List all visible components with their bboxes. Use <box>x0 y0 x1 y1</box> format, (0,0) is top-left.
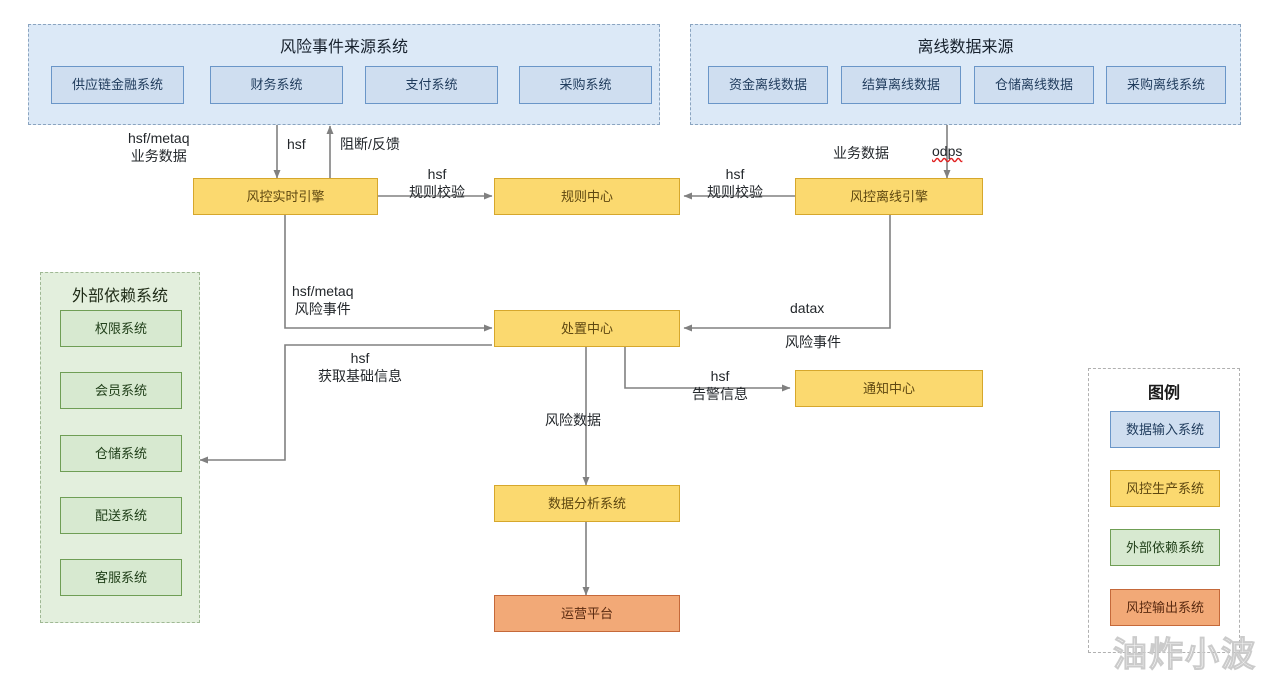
group-title-external-dependencies: 外部依赖系统 <box>71 288 168 305</box>
edge-label-hsf-rule-check-left: hsf 规则校验 <box>409 166 465 200</box>
legend-item-risk-output: 风控输出系统 <box>1110 589 1220 626</box>
node-member-system[interactable]: 会员系统 <box>60 372 182 409</box>
node-fund-offline-data[interactable]: 资金离线数据 <box>708 66 828 104</box>
node-ops-platform[interactable]: 运营平台 <box>494 595 680 632</box>
edge-label-odps: odps <box>932 143 963 159</box>
node-payment-system[interactable]: 支付系统 <box>365 66 498 104</box>
node-procurement-offline-system[interactable]: 采购离线系统 <box>1106 66 1226 104</box>
legend-item-risk-production: 风控生产系统 <box>1110 470 1220 507</box>
node-finance-system[interactable]: 财务系统 <box>210 66 343 104</box>
edge-label-risk-event: 风险事件 <box>785 334 841 350</box>
node-supply-chain-finance[interactable]: 供应链金融系统 <box>51 66 184 104</box>
group-offline-data-sources: 离线数据来源 资金离线数据 结算离线数据 仓储离线数据 采购离线系统 <box>690 24 1241 125</box>
edge-disposal-to-external <box>199 344 492 464</box>
edge-label-hsf-alarm: hsf 告警信息 <box>692 368 748 402</box>
legend-title: 图例 <box>1147 385 1180 402</box>
node-settlement-offline-data[interactable]: 结算离线数据 <box>841 66 961 104</box>
edge-label-datax: datax <box>790 300 825 316</box>
node-notification-center[interactable]: 通知中心 <box>795 370 983 407</box>
edge-label-hsf-metaq-business: hsf/metaq 业务数据 <box>128 130 190 164</box>
edge-label-hsf-base-info: hsf 获取基础信息 <box>318 350 402 384</box>
edge-label-hsf-feedback: hsf <box>287 136 306 152</box>
node-data-analysis-system[interactable]: 数据分析系统 <box>494 485 680 522</box>
node-warehouse-system[interactable]: 仓储系统 <box>60 435 182 472</box>
node-disposal-center[interactable]: 处置中心 <box>494 310 680 347</box>
edge-label-block-feedback: 阻断/反馈 <box>340 136 400 152</box>
node-procurement-system[interactable]: 采购系统 <box>519 66 652 104</box>
group-external-dependencies: 外部依赖系统 权限系统 会员系统 仓储系统 配送系统 客服系统 <box>40 272 200 623</box>
watermark: 油炸小波 <box>1113 636 1257 675</box>
group-title-risk-event-sources: 风险事件来源系统 <box>279 39 408 56</box>
node-realtime-risk-engine[interactable]: 风控实时引擎 <box>193 178 378 215</box>
legend-item-external-dependency: 外部依赖系统 <box>1110 529 1220 566</box>
edge-label-business-data: 业务数据 <box>833 145 889 161</box>
edge-offline-to-disposal <box>683 215 891 332</box>
group-title-offline-data-sources: 离线数据来源 <box>917 39 1014 56</box>
group-risk-event-sources: 风险事件来源系统 供应链金融系统 财务系统 支付系统 采购系统 <box>28 24 660 125</box>
edge-label-hsf-rule-check-right: hsf 规则校验 <box>707 166 763 200</box>
edge-realtime-to-disposal <box>284 215 493 332</box>
edge-label-risk-data: 风险数据 <box>545 412 601 428</box>
node-rule-center[interactable]: 规则中心 <box>494 178 680 215</box>
node-customer-service-system[interactable]: 客服系统 <box>60 559 182 596</box>
node-delivery-system[interactable]: 配送系统 <box>60 497 182 534</box>
legend-item-data-input: 数据输入系统 <box>1110 411 1220 448</box>
edge-label-hsf-metaq-risk-event: hsf/metaq 风险事件 <box>292 283 354 317</box>
legend-panel: 图例 数据输入系统 风控生产系统 外部依赖系统 风控输出系统 <box>1088 368 1240 653</box>
node-warehouse-offline-data[interactable]: 仓储离线数据 <box>974 66 1094 104</box>
node-offline-risk-engine[interactable]: 风控离线引擎 <box>795 178 983 215</box>
edge-disposal-to-notify <box>624 347 791 392</box>
node-permission-system[interactable]: 权限系统 <box>60 310 182 347</box>
